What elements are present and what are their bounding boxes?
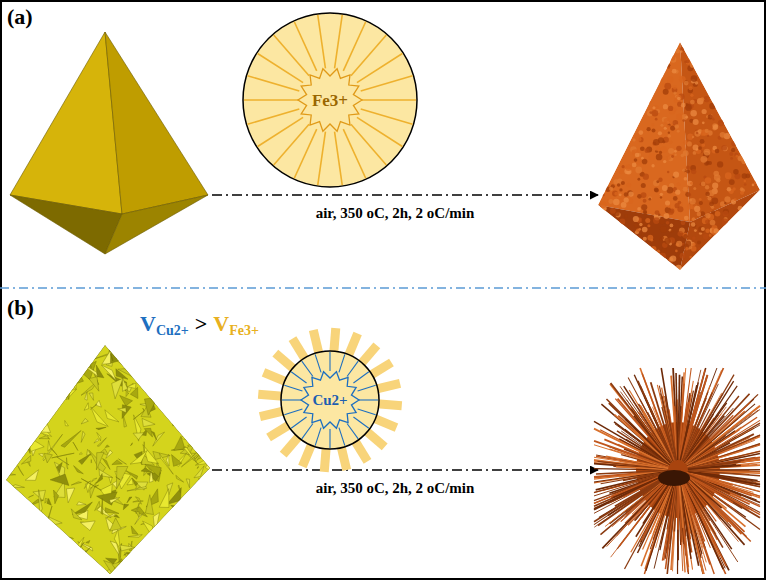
- panel-divider: [0, 287, 766, 289]
- wrinkled-octahedron: [0, 333, 217, 580]
- panel-label: (a): [7, 5, 33, 29]
- ion-label: Fe3+: [312, 92, 348, 109]
- rate-symbol: >: [195, 312, 208, 336]
- ion-diffusion-circle: Cu2+: [280, 350, 380, 450]
- subscript-ion: Cu2+: [156, 323, 189, 338]
- oxidized-octahedron: [598, 42, 760, 271]
- nanowire-urchin: [594, 368, 760, 574]
- subscript-ion: Fe3+: [229, 323, 259, 338]
- rate-symbol: V: [213, 312, 229, 336]
- rate-symbol: V: [140, 312, 156, 336]
- process-arrow: [212, 469, 598, 471]
- panel-label: (b): [7, 296, 34, 320]
- condition-label: air, 350 oC, 2h, 2 oC/min: [316, 480, 475, 497]
- process-arrow: [212, 194, 598, 196]
- condition-label: air, 350 oC, 2h, 2 oC/min: [316, 205, 475, 222]
- ion-label: Cu2+: [312, 393, 347, 408]
- octahedron-crystal: [10, 32, 208, 254]
- ion-diffusion-circle: Fe3+: [242, 12, 418, 188]
- rate-comparison: VCu2+>VFe3+: [140, 312, 259, 336]
